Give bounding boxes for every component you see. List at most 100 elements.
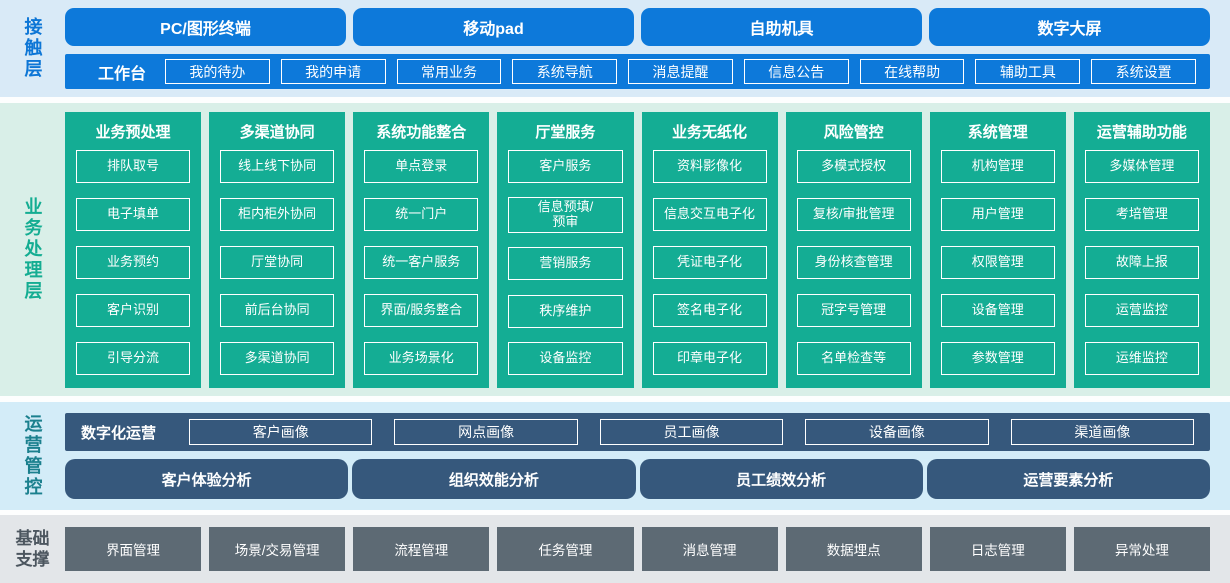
- business-layer-content: 业务预处理 排队取号 电子填单 业务预约 客户识别 引导分流 多渠道协同 线上线…: [65, 103, 1230, 396]
- module-electronic-signature: 签名电子化: [652, 294, 767, 327]
- column-items: 资料影像化 信息交互电子化 凭证电子化 签名电子化 印章电子化: [652, 150, 767, 375]
- portrait-branch: 网点画像: [394, 419, 578, 445]
- foundation-data-tracking: 数据埋点: [785, 527, 922, 571]
- terminal-mobile-pad: 移动pad: [353, 8, 634, 46]
- module-online-offline-collab: 线上线下协同: [220, 150, 335, 183]
- workbench-item-message-alerts: 消息提醒: [628, 59, 733, 84]
- portrait-device: 设备画像: [805, 419, 989, 445]
- portrait-customer: 客户画像: [189, 419, 373, 445]
- foundation-exception-handling: 异常处理: [1073, 527, 1210, 571]
- module-user-management: 用户管理: [940, 198, 1055, 231]
- module-ui-service-integration: 界面/服务整合: [364, 294, 479, 327]
- workbench-item-announcements: 信息公告: [743, 59, 849, 84]
- module-review-approval: 复核/审批管理: [796, 198, 911, 231]
- contact-layer-content: PC/图形终端 移动pad 自助机具 数字大屏 工作台 我的待办 我的申请 常用…: [65, 0, 1230, 97]
- module-electronic-seal: 印章电子化: [652, 342, 767, 375]
- module-training-management: 考培管理: [1084, 198, 1199, 231]
- module-electronic-voucher: 凭证电子化: [652, 246, 767, 279]
- module-serial-number-management: 冠字号管理: [796, 294, 911, 327]
- contact-layer-band: 接触层 PC/图形终端 移动pad 自助机具 数字大屏 工作台 我的待办 我的申…: [0, 0, 1230, 97]
- contact-layer-label-text: 接触层: [22, 17, 43, 80]
- workbench-item-my-todo: 我的待办: [165, 59, 270, 84]
- module-info-prefill-review: 信息预填/ 预审: [508, 197, 623, 234]
- module-business-appointment: 业务预约: [76, 246, 191, 279]
- terminal-digital-screen: 数字大屏: [929, 8, 1210, 46]
- column-items: 多媒体管理 考培管理 故障上报 运营监控 运维监控: [1084, 150, 1199, 375]
- module-fault-reporting: 故障上报: [1084, 246, 1199, 279]
- module-parameter-management: 参数管理: [940, 342, 1055, 375]
- module-hall-collab: 厅堂协同: [220, 246, 335, 279]
- column-business-preprocessing: 业务预处理 排队取号 电子填单 业务预约 客户识别 引导分流: [65, 112, 202, 388]
- module-customer-service: 客户服务: [508, 150, 623, 183]
- column-title: 多渠道协同: [239, 124, 315, 141]
- column-title: 运营辅助功能: [1096, 124, 1187, 141]
- workbench-item-system-navigation: 系统导航: [512, 59, 618, 84]
- portrait-channel: 渠道画像: [1010, 419, 1195, 445]
- module-unified-customer-service: 统一客户服务: [364, 246, 479, 279]
- module-queue-number: 排队取号: [76, 150, 191, 183]
- column-items: 单点登录 统一门户 统一客户服务 界面/服务整合 业务场景化: [364, 150, 479, 375]
- module-multimedia-management: 多媒体管理: [1084, 150, 1199, 183]
- analysis-organization-efficiency: 组织效能分析: [352, 459, 636, 499]
- column-title: 系统管理: [967, 124, 1028, 141]
- column-title: 业务无纸化: [672, 124, 748, 141]
- column-operation-auxiliary: 运营辅助功能 多媒体管理 考培管理 故障上报 运营监控 运维监控: [1073, 112, 1210, 388]
- column-items: 多模式授权 复核/审批管理 身份核查管理 冠字号管理 名单检查等: [796, 150, 911, 375]
- workbench-item-auxiliary-tools: 辅助工具: [975, 59, 1081, 84]
- column-items: 客户服务 信息预填/ 预审 营销服务 秩序维护 设备监控: [508, 150, 623, 375]
- analysis-employee-performance: 员工绩效分析: [639, 459, 923, 499]
- foundation-band: 基础 支撑 界面管理 场景/交易管理 流程管理 任务管理 消息管理 数据埋点 日…: [0, 515, 1230, 583]
- module-counter-collab: 柜内柜外协同: [220, 198, 335, 231]
- column-title: 系统功能整合: [376, 124, 467, 141]
- column-multichannel-collaboration: 多渠道协同 线上线下协同 柜内柜外协同 厅堂协同 前后台协同 多渠道协同: [209, 112, 346, 388]
- foundation-log-management: 日志管理: [929, 527, 1066, 571]
- module-single-sign-on: 单点登录: [364, 150, 479, 183]
- business-layer-label: 业务处理层: [0, 103, 65, 396]
- business-layer-label-text: 业务处理层: [22, 197, 43, 302]
- workbench-item-system-settings: 系统设置: [1091, 59, 1197, 84]
- foundation-process-management: 流程管理: [353, 527, 490, 571]
- business-columns: 业务预处理 排队取号 电子填单 业务预约 客户识别 引导分流 多渠道协同 线上线…: [65, 112, 1210, 388]
- foundation-ui-management: 界面管理: [65, 527, 202, 571]
- module-multichannel-collab: 多渠道协同: [220, 342, 335, 375]
- workbench-bar: 工作台 我的待办 我的申请 常用业务 系统导航 消息提醒 信息公告 在线帮助 辅…: [65, 54, 1210, 89]
- foundation-items: 界面管理 场景/交易管理 流程管理 任务管理 消息管理 数据埋点 日志管理 异常…: [65, 527, 1210, 571]
- digital-operations-label: 数字化运营: [81, 424, 157, 442]
- module-order-maintenance: 秩序维护: [508, 294, 623, 328]
- business-layer-band: 业务处理层 业务预处理 排队取号 电子填单 业务预约 客户识别 引导分流 多渠道…: [0, 103, 1230, 396]
- analysis-row: 客户体验分析 组织效能分析 员工绩效分析 运营要素分析: [65, 459, 1210, 499]
- module-multimode-authorization: 多模式授权: [796, 150, 911, 183]
- module-document-imaging: 资料影像化: [652, 150, 767, 183]
- column-title: 业务预处理: [95, 124, 171, 141]
- column-paperless-business: 业务无纸化 资料影像化 信息交互电子化 凭证电子化 签名电子化 印章电子化: [641, 112, 778, 388]
- foundation-scenario-transaction-management: 场景/交易管理: [209, 527, 346, 571]
- column-title: 厅堂服务: [535, 124, 596, 141]
- workbench-item-common-business: 常用业务: [396, 59, 502, 84]
- operations-band: 运营管控 数字化运营 客户画像 网点画像 员工画像 设备画像 渠道画像 客户体验…: [0, 402, 1230, 510]
- operations-label: 运营管控: [0, 402, 65, 510]
- column-system-management: 系统管理 机构管理 用户管理 权限管理 设备管理 参数管理: [929, 112, 1066, 388]
- module-maintenance-monitoring: 运维监控: [1084, 342, 1199, 375]
- module-marketing-service: 营销服务: [508, 247, 623, 281]
- module-device-monitoring: 设备监控: [508, 342, 623, 375]
- operations-label-text: 运营管控: [22, 414, 43, 498]
- module-front-back-collab: 前后台协同: [220, 294, 335, 327]
- module-identity-verification: 身份核查管理: [796, 246, 911, 279]
- digital-operations-items: 客户画像 网点画像 员工画像 设备画像 渠道画像: [189, 419, 1195, 445]
- workbench-label: 工作台: [97, 65, 146, 83]
- module-unified-portal: 统一门户: [364, 198, 479, 231]
- column-system-integration: 系统功能整合 单点登录 统一门户 统一客户服务 界面/服务整合 业务场景化: [353, 112, 490, 388]
- analysis-operation-elements: 运营要素分析: [926, 459, 1210, 499]
- foundation-label-text: 基础 支撑: [15, 528, 50, 569]
- portrait-employee: 员工画像: [599, 419, 784, 445]
- module-organization-management: 机构管理: [940, 150, 1055, 183]
- module-customer-identification: 客户识别: [76, 294, 191, 327]
- terminal-self-service: 自助机具: [641, 8, 922, 46]
- module-operation-monitoring: 运营监控: [1084, 294, 1199, 327]
- module-device-management: 设备管理: [940, 294, 1055, 327]
- terminal-pc: PC/图形终端: [65, 8, 346, 46]
- module-list-checking: 名单检查等: [796, 342, 911, 375]
- foundation-message-management: 消息管理: [641, 527, 778, 571]
- analysis-customer-experience: 客户体验分析: [65, 459, 349, 499]
